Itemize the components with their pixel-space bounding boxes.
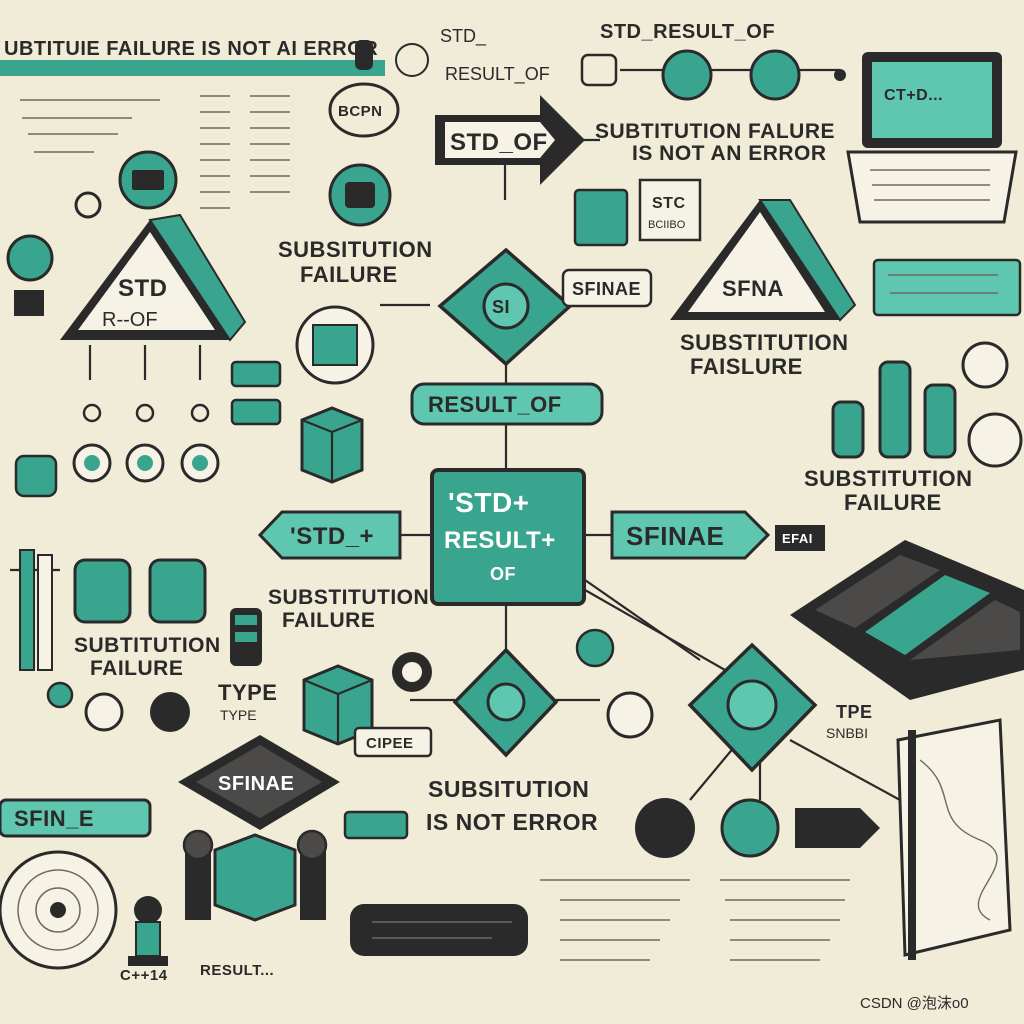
top-left-title: UBTITUIE FAILURE IS NOT AI ERROR [4,38,378,60]
top-left-title-banner: UBTITUIE FAILURE IS NOT AI ERROR [0,38,385,76]
left-icons-top [6,150,178,316]
sub-failure-top-right: SUBTITUTION FALURE [595,120,835,143]
sub-failure-bottom-left-line2: FAILURE [90,657,183,680]
sub-failure-right-mid-line2: FAILURE [844,490,942,515]
pyramid-right-label: SFNA [722,276,784,301]
drum-icons [19,549,207,671]
bottom-right-nodes [635,798,880,858]
stamp-bcpn: BCPN [328,40,400,138]
right-banner [872,258,1022,317]
tpe-label: TPE [836,702,873,722]
type-label-1: TYPE [218,680,277,705]
right-sub-line2: FAISLURE [690,354,803,379]
sub-failure-right-mid-line1: SUBSTITUTION [804,466,973,491]
std-left-tag: 'STD_+ [257,510,402,560]
sub-failure-upper-line1: SUBSITUTION [278,237,433,262]
cipee-tag: CIPEE [353,726,433,758]
top-center-small-label: STD_ [440,26,487,47]
not-an-error-top-right: IS NOT AN ERROR [632,142,827,165]
small-tags-left [14,360,282,498]
c14-label: C++14 [120,967,168,984]
center-box: 'STD+ RESULT+ OF [430,468,586,606]
sub-failure-mid-left-line1: SUBSTITUTION [268,586,429,609]
center-box-line3: OF [490,564,516,584]
std-of-label: STD_OF [450,129,548,156]
sfinae-bottom-diamond: SFINAE [178,735,340,830]
diamond-top: SI [437,247,573,367]
std-of-arrow: STD_OF [435,95,585,185]
stc-box-sublabel: BCIIBO [648,219,686,231]
result-bottom-label: RESULT... [200,962,274,979]
top-circle-nodes [580,49,846,101]
chess-piece-icon [128,896,168,966]
result-of-pill: RESULT_OF [410,382,604,426]
right-pyramid: SFNA [670,199,857,322]
sub-failure-mid-left-line2: FAILURE [282,609,375,632]
sub-not-error-line1: SUBSITUTION [428,776,589,802]
sfinae-tag-upper-label: SFINAE [572,279,641,299]
node-circle-left-mid [295,305,375,385]
bottom-center-pill [350,904,528,956]
laptop-icon: CT+D... [846,52,1018,224]
sfinae-right-tag-label: SFINAE [626,521,724,551]
sub-failure-bottom-left-line1: SUBTITUTION [74,634,221,657]
stc-box-label: STC [652,195,686,212]
code-snippet-top-left [20,95,290,209]
right-sub-line1: SUBSTITUTION [680,330,849,355]
bottom-code-scribbles [540,879,850,961]
node-circle-upper-left [328,163,392,227]
diamond-bottom-center [452,647,559,758]
sfin-e-tag-label: SFIN_E [14,806,94,831]
tpe-sublabel: SNBBI [826,725,868,741]
pyramid-left-line2: R--OF [102,309,158,331]
result-of-pill-label: RESULT_OF [428,392,562,417]
top-center-labels: STD_ RESULT_OF [395,26,550,85]
bar-icons-right [831,341,1023,468]
efai-tag: EFAI [775,525,825,551]
center-box-line1: 'STD+ [448,487,530,518]
sfin-e-tag: SFIN_E [0,798,152,838]
std-left-tag-label: 'STD_+ [290,523,374,550]
bottom-left-cube [182,829,328,922]
pyramid-children [72,403,220,483]
center-box-line2: RESULT+ [444,527,556,554]
stamp-label: BCPN [338,103,383,120]
sfinae-bottom-label: SFINAE [218,773,294,795]
sub-failure-upper-line2: FAILURE [300,262,398,287]
sub-not-error-line2: IS NOT ERROR [426,809,598,835]
fan-icon [0,850,118,970]
cipee-label: CIPEE [366,735,414,752]
diamond-right [687,642,818,773]
left-pyramid: STD R--OF [60,213,247,342]
small-tag-eie [343,810,409,840]
top-center-result-label: RESULT_OF [445,64,550,85]
diamond-top-label: SI [492,297,510,317]
type-label-2: TYPE [220,707,257,723]
stc-box: STC BCIIBO [573,178,702,247]
book-icon [896,718,1012,960]
laptop-screen-text: CT+D... [884,87,943,104]
stack-icon-left [230,608,262,666]
grid-panel [790,540,1024,700]
circles-bottom-left [46,628,654,739]
sfinae-right-tag: SFINAE [610,510,771,560]
pyramid-left-line1: STD [118,275,168,302]
top-right-title: STD_RESULT_OF [600,21,775,43]
sfinae-tag-upper: SFINAE [561,268,653,308]
cube-left [300,406,364,484]
watermark: CSDN @泡沫o0 [860,995,969,1012]
efai-tag-label: EFAI [782,531,813,546]
